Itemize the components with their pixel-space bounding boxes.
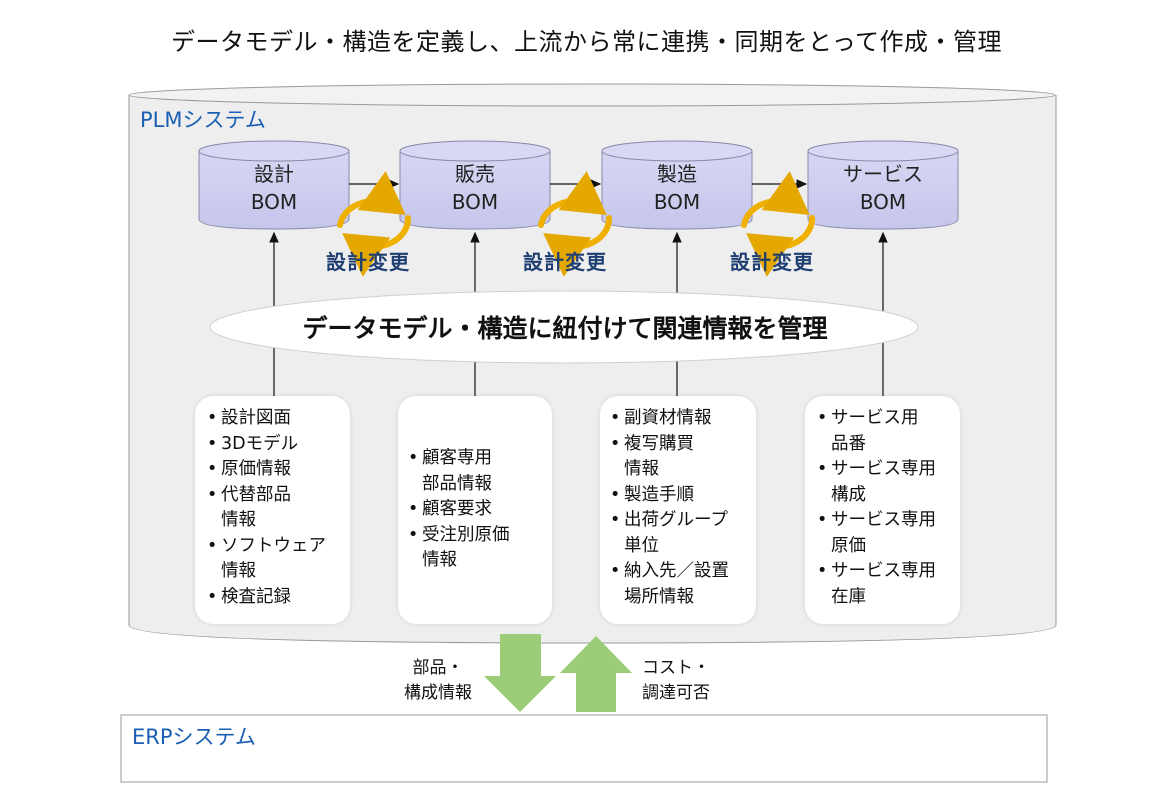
info-list: 副資材情報 複写購買 情報 製造手順 出荷グループ 単位 納入先／設置 場所情報 (608, 406, 752, 610)
info-box-sales: 顧客専用 部品情報 顧客要求 受注別原価 情報 (398, 396, 552, 624)
list-item: 3Dモデル (205, 432, 342, 458)
list-item: サービス専用 構成 (815, 457, 956, 508)
up-flow-arrow (560, 636, 632, 712)
list-item: 副資材情報 (608, 406, 752, 432)
info-box-service: サービス用 品番 サービス専用 構成 サービス専用 原価 サービス専用 在庫 (805, 396, 960, 624)
down-flow-label: 部品・ 構成情報 (404, 658, 472, 703)
list-item: ソフトウェア 情報 (205, 534, 342, 585)
info-list: 顧客専用 部品情報 顧客要求 受注別原価 情報 (406, 446, 544, 574)
list-item: サービス用 品番 (815, 406, 956, 457)
list-item: 顧客要求 (406, 497, 544, 523)
list-item: 出荷グループ 単位 (608, 508, 752, 559)
erp-system-label: ERPシステム (132, 725, 256, 749)
list-item: 設計図面 (205, 406, 342, 432)
info-box-design: 設計図面 3Dモデル 原価情報 代替部品 情報 ソフトウェア 情報 検査記録 (195, 396, 350, 624)
list-item: 受注別原価 情報 (406, 523, 544, 574)
list-item: 代替部品 情報 (205, 483, 342, 534)
bom-cylinder-service (807, 140, 959, 230)
center-ellipse-text: データモデル・構造に紐付けて関連情報を管理 (302, 314, 828, 343)
list-item: サービス専用 在庫 (815, 559, 956, 610)
bom-cylinder-sales (399, 140, 551, 230)
down-flow-arrow (484, 634, 556, 712)
design-change-cycle-icon (538, 171, 613, 277)
plm-system-label: PLMシステム (140, 108, 266, 132)
design-change-label: 設計変更 (730, 250, 814, 274)
erp-system-box (120, 714, 1048, 783)
info-list: 設計図面 3Dモデル 原価情報 代替部品 情報 ソフトウェア 情報 検査記録 (205, 406, 342, 610)
design-change-label: 設計変更 (523, 250, 607, 274)
list-item: 検査記録 (205, 585, 342, 611)
design-change-cycle-icon (337, 171, 412, 277)
list-item: 複写購買 情報 (608, 432, 752, 483)
up-flow-label: コスト・ 調達可否 (642, 658, 710, 703)
list-item: 顧客専用 部品情報 (406, 446, 544, 497)
list-item: 原価情報 (205, 457, 342, 483)
center-ellipse (209, 290, 919, 364)
page-title: データモデル・構造を定義し、上流から常に連携・同期をとって作成・管理 (170, 28, 1003, 56)
list-item: 製造手順 (608, 483, 752, 509)
info-list: サービス用 品番 サービス専用 構成 サービス専用 原価 サービス専用 在庫 (815, 406, 956, 610)
list-item: 納入先／設置 場所情報 (608, 559, 752, 610)
bom-cylinder-design (198, 140, 350, 230)
info-box-manufacturing: 副資材情報 複写購買 情報 製造手順 出荷グループ 単位 納入先／設置 場所情報 (600, 396, 756, 624)
list-item: サービス専用 原価 (815, 508, 956, 559)
design-change-cycle-icon (741, 171, 816, 277)
design-change-label: 設計変更 (326, 250, 410, 274)
bom-cylinder-manufacturing (601, 140, 753, 230)
